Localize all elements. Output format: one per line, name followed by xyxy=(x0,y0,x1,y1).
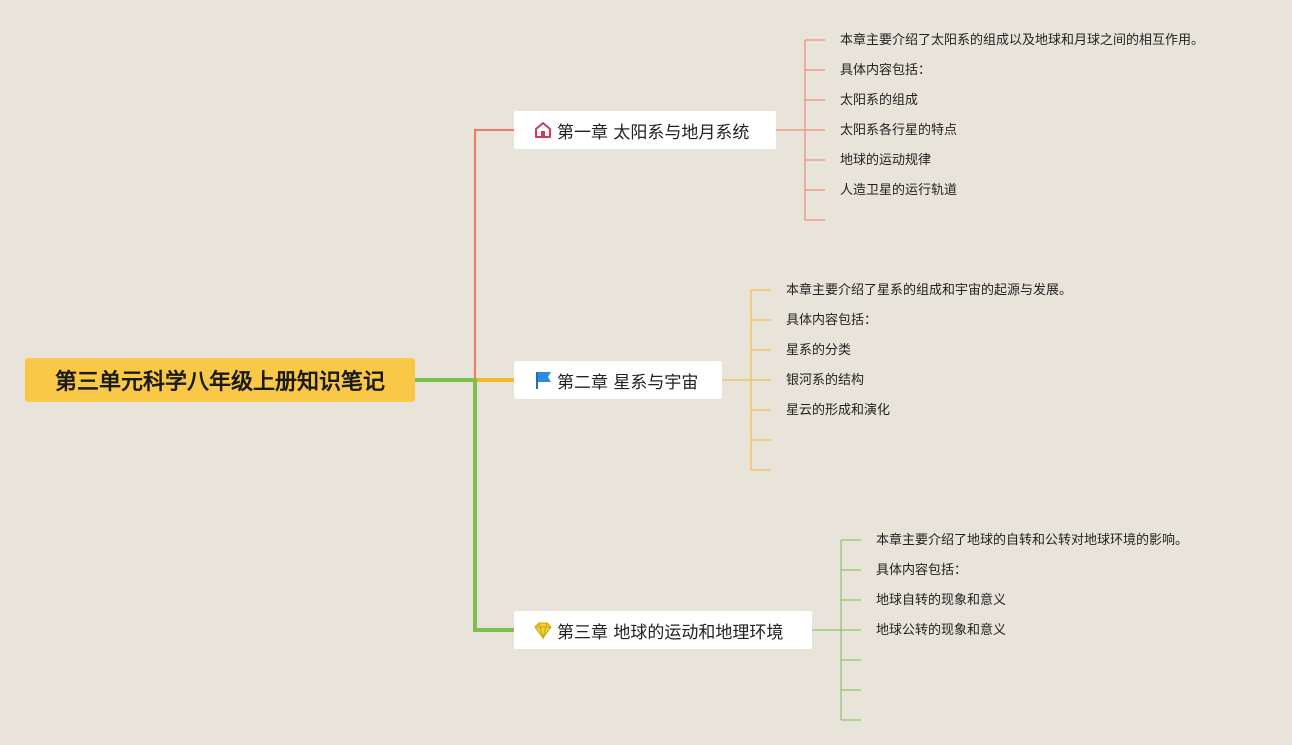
branch-label-2: 第二章 星系与宇宙 xyxy=(557,372,699,393)
leaf-1-3[interactable]: 太阳系的组成 xyxy=(836,91,923,111)
flag-icon xyxy=(532,369,554,391)
leaf-3-1[interactable]: 本章主要介绍了地球的自转和公转对地球环境的影响。 xyxy=(872,531,1193,551)
branch-connector-1 xyxy=(415,129,514,381)
leaf-1-2[interactable]: 具体内容包括： xyxy=(836,61,936,81)
branch-connector-3 xyxy=(415,378,514,632)
branch-label-3: 第三章 地球的运动和地理环境 xyxy=(557,622,784,643)
leaf-1-4[interactable]: 太阳系各行星的特点 xyxy=(836,121,962,141)
branch-topic-3[interactable]: 第三章 地球的运动和地理环境 xyxy=(514,611,812,649)
diamond-icon xyxy=(532,619,554,641)
branch-topic-2[interactable]: 第二章 星系与宇宙 xyxy=(514,361,722,399)
leaf-2-5[interactable]: 星云的形成和演化 xyxy=(782,401,895,421)
leaf-connectors-2 xyxy=(722,289,771,471)
leaf-2-2[interactable]: 具体内容包括： xyxy=(782,311,882,331)
leaf-3-4[interactable]: 地球公转的现象和意义 xyxy=(872,621,1011,641)
leaf-2-3[interactable]: 星系的分类 xyxy=(782,341,856,361)
leaf-1-1[interactable]: 本章主要介绍了太阳系的组成以及地球和月球之间的相互作用。 xyxy=(836,31,1209,51)
branch-label-1: 第一章 太阳系与地月系统 xyxy=(557,122,750,143)
leaf-1-5[interactable]: 地球的运动规律 xyxy=(836,151,936,171)
leaf-connectors-3 xyxy=(812,539,861,721)
leaf-connectors-1 xyxy=(776,39,825,221)
house-icon xyxy=(532,119,554,141)
leaf-1-6[interactable]: 人造卫星的运行轨道 xyxy=(836,181,962,201)
leaf-3-2[interactable]: 具体内容包括： xyxy=(872,561,972,581)
leaf-2-1[interactable]: 本章主要介绍了星系的组成和宇宙的起源与发展。 xyxy=(782,281,1077,301)
leaf-3-3[interactable]: 地球自转的现象和意义 xyxy=(872,591,1011,611)
branch-topic-1[interactable]: 第一章 太阳系与地月系统 xyxy=(514,111,776,149)
leaf-2-4[interactable]: 银河系的结构 xyxy=(782,371,869,391)
root-topic[interactable]: 第三单元科学八年级上册知识笔记 xyxy=(25,358,415,402)
